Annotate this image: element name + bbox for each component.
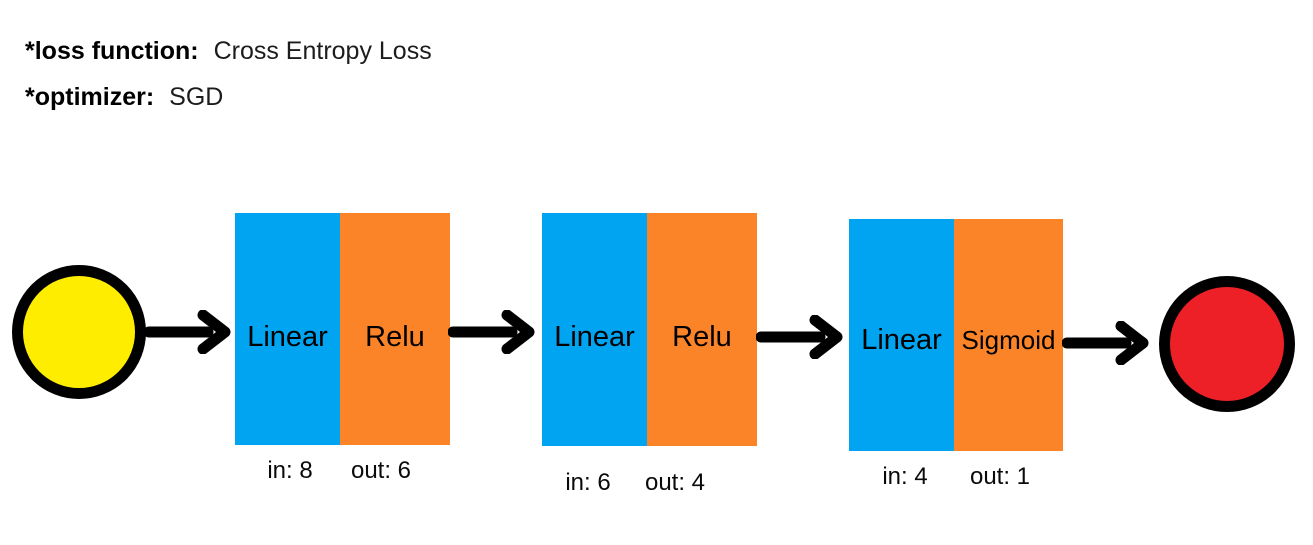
loss-function-label: *loss function: — [25, 37, 199, 65]
linear-box-1: Linear — [235, 213, 340, 445]
layer-3-out-label: out: 1 — [969, 463, 1031, 490]
layer-3-in-label: in: 4 — [882, 463, 928, 490]
linear-label-1: Linear — [247, 320, 328, 353]
layer-1-in-label: in: 8 — [267, 457, 313, 484]
linear-box-2: Linear — [542, 213, 647, 446]
linear-box-3: Linear — [849, 219, 954, 451]
arrow-right-icon — [1062, 321, 1154, 365]
loss-function-line: *loss function: Cross Entropy Loss — [25, 28, 432, 74]
activation-box-3: Sigmoid — [954, 219, 1063, 451]
layer-block-3: Linear Sigmoid — [849, 219, 1063, 451]
training-config-notes: *loss function: Cross Entropy Loss *opti… — [25, 28, 432, 120]
output-node-circle — [1159, 276, 1295, 412]
activation-label-1: Relu — [365, 320, 425, 353]
layer-block-1: Linear Relu — [235, 213, 450, 445]
activation-box-2: Relu — [647, 213, 757, 446]
linear-label-3: Linear — [861, 323, 942, 356]
activation-label-2: Relu — [672, 321, 732, 353]
arrow-right-icon — [756, 315, 848, 359]
loss-function-value: Cross Entropy Loss — [213, 37, 432, 65]
input-node-circle — [12, 265, 146, 399]
arrow-right-icon — [144, 310, 236, 354]
layer-1-out-label: out: 6 — [350, 457, 412, 484]
activation-label-3: Sigmoid — [961, 324, 1056, 355]
arrow-right-icon — [448, 310, 540, 354]
layer-2-out-label: out: 4 — [644, 469, 706, 496]
layer-2-in-label: in: 6 — [565, 469, 611, 496]
linear-label-2: Linear — [554, 321, 635, 353]
activation-box-1: Relu — [340, 213, 450, 445]
optimizer-value: SGD — [169, 83, 224, 111]
optimizer-line: *optimizer: SGD — [25, 74, 432, 120]
optimizer-label: *optimizer: — [25, 83, 155, 111]
layer-block-2: Linear Relu — [542, 213, 757, 446]
